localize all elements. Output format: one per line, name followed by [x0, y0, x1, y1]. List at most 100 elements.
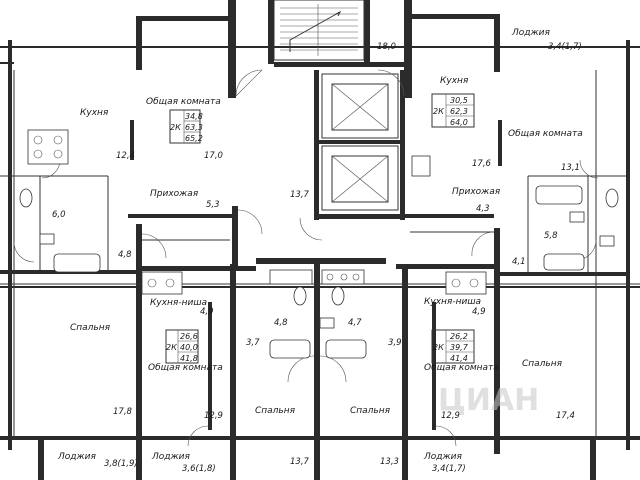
area-17-6: 17,6	[472, 159, 492, 169]
area-labels: 18,0 3,4(1,7) 12,4 17,0 6,0 5,3 13,7 4,8…	[52, 42, 582, 474]
apt-br-total: 39,7	[450, 343, 469, 352]
apt-tr-type: 2К	[433, 107, 444, 116]
area-5-3: 5,3	[206, 200, 220, 210]
stove-tl	[27, 129, 69, 165]
apt-tr-living: 30,5	[450, 96, 468, 105]
apt-tr-total: 62,3	[450, 107, 468, 116]
wall-left-edge	[8, 40, 12, 450]
wall-bl-left	[136, 224, 142, 454]
area-loggia-bl2: 3,6(1,8)	[182, 464, 216, 474]
area-4-3: 4,3	[476, 204, 490, 214]
area-12-9-r: 12,9	[441, 411, 460, 421]
room-labels: Кухня Общая комната Прихожая Кухня Общая…	[57, 28, 583, 462]
toilet-tr	[605, 188, 619, 208]
area-3-9: 3,9	[388, 338, 402, 348]
wall-right-edge	[626, 40, 630, 450]
area-4-9-r: 4,9	[472, 307, 486, 317]
room-kitchen-tl: Кухня	[80, 108, 109, 118]
area-12-4: 12,4	[116, 151, 135, 161]
area-4-8-l: 4,8	[118, 250, 132, 260]
apartment-tag-bl: 2К 26,6 40,0 41,8	[165, 329, 199, 364]
room-living-bl: Общая комната	[148, 363, 223, 373]
room-living-br: Общая комната	[424, 363, 499, 373]
area-loggia-tr: 3,4(1,7)	[548, 42, 582, 52]
apt-br-living: 26,2	[450, 332, 468, 341]
wall-center-corridor	[256, 258, 386, 264]
apt-br-gross: 41,4	[450, 354, 468, 363]
area-4-8-c: 4,8	[274, 318, 288, 328]
fixtures	[19, 129, 619, 359]
area-6-0: 6,0	[52, 210, 66, 220]
room-loggia-bl2: Лоджия	[151, 452, 190, 462]
apt-bl-type: 2К	[166, 343, 177, 352]
room-bedroom-cr: Спальня	[350, 406, 391, 416]
apt-bl-total: 40,0	[180, 343, 198, 352]
wall-kitchen-tr-right	[494, 14, 500, 72]
room-loggia-bl1: Лоджия	[57, 452, 96, 462]
room-bedroom-cl: Спальня	[255, 406, 296, 416]
sink-tl	[39, 233, 55, 245]
doors	[13, 69, 599, 447]
bathtub-tl	[53, 253, 101, 273]
wall-elevator-right	[400, 70, 405, 220]
wall-living-tr-left	[404, 0, 412, 98]
room-kitchen-tr: Кухня	[440, 76, 469, 86]
area-17-0: 17,0	[204, 151, 223, 161]
apt-tr-gross: 64,0	[450, 118, 468, 127]
area-18-0: 18,0	[377, 42, 396, 52]
wall-br-right	[494, 228, 500, 454]
watermark: ЦИАН	[438, 383, 539, 418]
room-loggia-br: Лоджия	[423, 452, 462, 462]
room-bedroom-r: Спальня	[522, 359, 563, 369]
sink-tr	[569, 211, 585, 223]
room-kitchen-niche-l: Кухня-ниша	[150, 298, 207, 308]
room-living-tr: Общая комната	[508, 129, 583, 139]
elevators	[321, 73, 399, 211]
apartment-tag-tr: 2К 30,5 62,3 64,0	[431, 93, 475, 128]
area-4-9-l: 4,9	[200, 307, 214, 317]
apt-bl-gross: 41,8	[180, 354, 198, 363]
area-13-1: 13,1	[561, 163, 580, 173]
wall-core-top	[274, 62, 404, 67]
apt-tl-living: 34,8	[185, 112, 203, 121]
wall-kitchen-tl-left	[136, 16, 142, 70]
area-13-3: 13,3	[380, 457, 399, 467]
staircase	[273, 0, 365, 61]
stove-tr	[411, 155, 431, 177]
room-living-tl: Общая комната	[146, 97, 221, 107]
toilet-bl	[293, 286, 307, 306]
stove-br	[445, 271, 487, 295]
apartment-tag-br: 2К 26,2 39,7 41,4	[431, 329, 475, 364]
bath-tr-lower	[543, 253, 585, 271]
area-loggia-br: 3,4(1,7)	[432, 464, 466, 474]
partitions	[0, 70, 640, 440]
apt-bl-living: 26,6	[180, 332, 198, 341]
area-13-7-bot: 13,7	[290, 457, 310, 467]
toilet-tl	[19, 188, 33, 208]
room-hall-tl: Прихожая	[150, 189, 199, 199]
area-17-4: 17,4	[556, 411, 575, 421]
room-bedroom-l: Спальня	[70, 323, 111, 333]
toilet-br	[331, 286, 345, 306]
room-kitchen-niche-r: Кухня-ниша	[424, 297, 481, 307]
wall-elevator-left	[314, 70, 319, 220]
stove-bl	[141, 271, 183, 295]
area-17-8: 17,8	[113, 407, 133, 417]
area-3-7: 3,7	[246, 338, 260, 348]
wall-living-tl-right	[228, 0, 236, 98]
room-hall-tr: Прихожая	[452, 187, 501, 197]
apt-tl-gross: 65,2	[185, 134, 203, 143]
area-4-7-c: 4,7	[348, 318, 362, 328]
area-4-1: 4,1	[512, 257, 526, 267]
apt-br-type: 2К	[433, 343, 444, 352]
bathtub-br	[325, 339, 367, 359]
area-12-9-l: 12,9	[204, 411, 223, 421]
apt-tl-type: 2К	[170, 123, 181, 132]
top-facade-wall	[0, 46, 640, 48]
wall-top-right-exterior	[404, 14, 500, 19]
bathtub-bl	[269, 339, 311, 359]
apt-tl-total: 63,3	[185, 123, 203, 132]
bathtub-tr	[535, 185, 583, 205]
